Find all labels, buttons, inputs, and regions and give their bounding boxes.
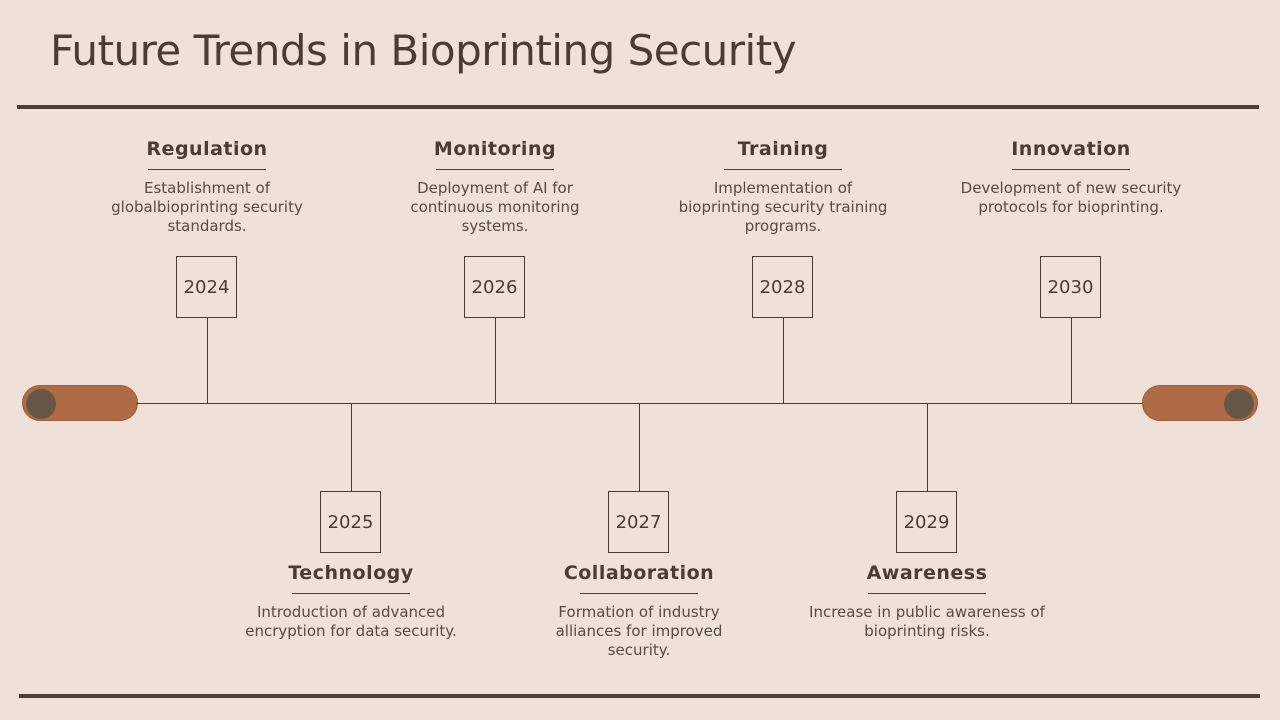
heading-underline (148, 169, 266, 170)
milestone-description: Development of new security protocols fo… (960, 179, 1182, 216)
year-box-2030: 2030 (1040, 256, 1101, 318)
year-box-2029: 2029 (896, 491, 957, 553)
connector-2024 (207, 318, 208, 403)
start-knob-icon (26, 389, 56, 419)
milestone-technology: Technology Introduction of advanced encr… (221, 562, 481, 641)
heading-underline (580, 593, 698, 594)
milestone-heading: Technology (288, 562, 414, 584)
milestone-regulation: Regulation Establishment of globalbiopri… (77, 138, 337, 236)
year-box-2027: 2027 (608, 491, 669, 553)
top-divider (17, 105, 1259, 109)
connector-2026 (495, 318, 496, 403)
year-box-2026: 2026 (464, 256, 525, 318)
connector-2030 (1071, 318, 1072, 403)
milestone-heading: Monitoring (433, 138, 557, 160)
connector-2027 (639, 404, 640, 491)
milestone-description: Implementation of bioprinting security t… (678, 179, 888, 235)
milestone-awareness: Awareness Increase in public awareness o… (797, 562, 1057, 641)
milestone-training: Training Implementation of bioprinting s… (653, 138, 913, 236)
milestone-heading: Training (737, 138, 829, 160)
year-box-2024: 2024 (176, 256, 237, 318)
timeline-start-cap (22, 385, 138, 421)
milestone-description: Establishment of globalbioprinting secur… (111, 179, 303, 235)
milestone-description: Formation of industry alliances for impr… (555, 603, 723, 659)
timeline-axis (136, 403, 1142, 404)
heading-underline (292, 593, 410, 594)
bottom-divider (19, 694, 1260, 698)
timeline-end-cap (1142, 385, 1258, 421)
end-knob-icon (1224, 389, 1254, 419)
milestone-description: Introduction of advanced encryption for … (245, 603, 457, 640)
heading-underline (724, 169, 842, 170)
milestone-monitoring: Monitoring Deployment of AI for continuo… (365, 138, 625, 236)
milestone-innovation: Innovation Development of new security p… (941, 138, 1201, 217)
milestone-collaboration: Collaboration Formation of industry alli… (509, 562, 769, 660)
heading-underline (868, 593, 986, 594)
page-title: Future Trends in Bioprinting Security (50, 26, 797, 75)
milestone-heading: Regulation (146, 138, 268, 160)
heading-underline (1012, 169, 1130, 170)
milestone-description: Deployment of AI for continuous monitori… (410, 179, 580, 235)
milestone-description: Increase in public awareness of bioprint… (809, 603, 1045, 640)
milestone-heading: Awareness (866, 562, 988, 584)
connector-2028 (783, 318, 784, 403)
heading-underline (436, 169, 554, 170)
connector-2025 (351, 404, 352, 491)
year-box-2028: 2028 (752, 256, 813, 318)
milestone-heading: Collaboration (563, 562, 715, 584)
connector-2029 (927, 404, 928, 491)
year-box-2025: 2025 (320, 491, 381, 553)
milestone-heading: Innovation (1011, 138, 1131, 160)
